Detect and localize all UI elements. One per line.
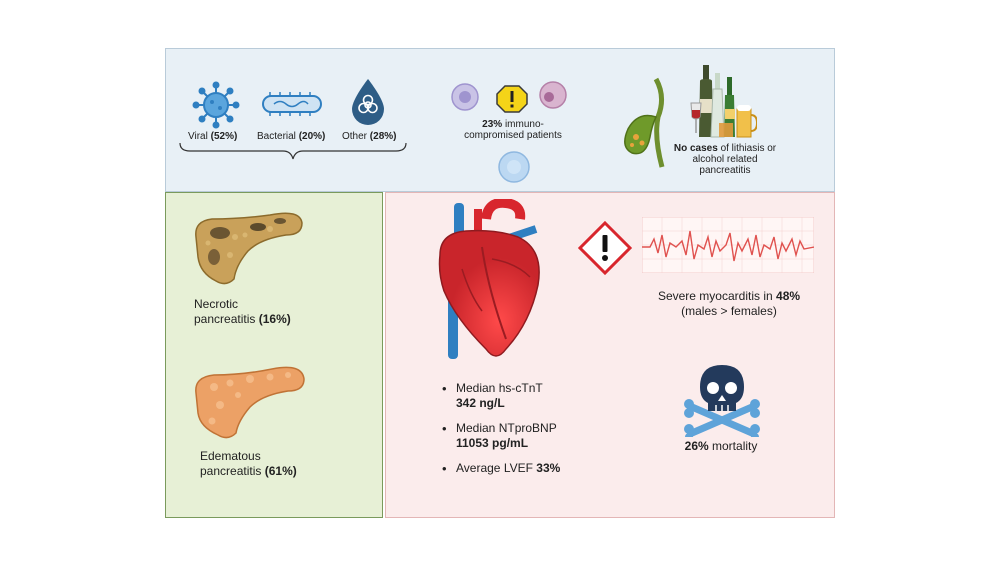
gallbladder-icon bbox=[624, 77, 665, 168]
infographic-frame: Viral (52%) Bacterial (20%) Other (28%) bbox=[165, 48, 835, 518]
alcohol-bottles-icon bbox=[690, 65, 757, 138]
ecg-strip-icon bbox=[642, 217, 814, 273]
bacterium-icon bbox=[262, 92, 322, 116]
necrotic-pancreas-icon bbox=[195, 212, 303, 285]
biohazard-drop-icon bbox=[352, 79, 384, 125]
etiology-brace bbox=[179, 142, 407, 160]
immune-cells-icon bbox=[451, 81, 567, 183]
myocarditis-label: Severe myocarditis in 48% (males > femal… bbox=[657, 289, 801, 318]
virus-icon bbox=[192, 81, 240, 129]
other-label: Other (28%) bbox=[342, 131, 397, 142]
mortality-label: 26% mortality bbox=[684, 439, 758, 453]
skull-crossbones-icon bbox=[684, 365, 760, 437]
viral-label: Viral (52%) bbox=[188, 131, 238, 142]
edematous-pancreas-icon bbox=[195, 366, 305, 439]
heart-icon bbox=[438, 199, 540, 359]
lvef-item: Average LVEF 33% bbox=[442, 461, 622, 476]
immuno-label: 23% immuno-compromised patients bbox=[464, 119, 562, 141]
hazard-diamond-icon bbox=[578, 221, 632, 275]
bacterial-label: Bacterial (20%) bbox=[257, 131, 326, 142]
etiology-panel: Viral (52%) Bacterial (20%) Other (28%) bbox=[165, 48, 835, 192]
no-cases-label: No cases of lithiasis or alcohol related… bbox=[673, 143, 777, 176]
warning-octagon-icon bbox=[496, 85, 528, 113]
